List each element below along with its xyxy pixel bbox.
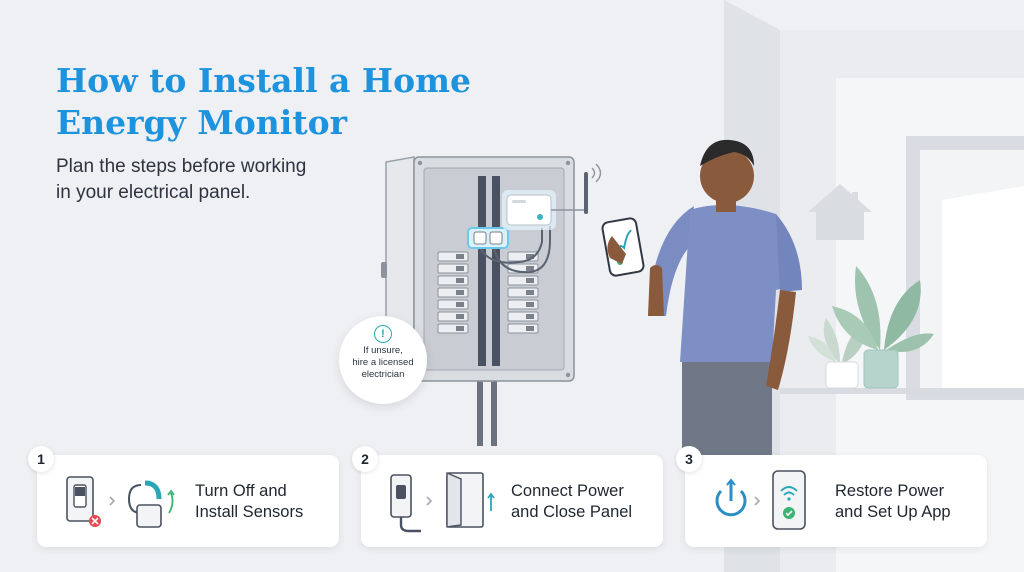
chevron-right-icon	[426, 496, 433, 506]
step-1-icons	[66, 476, 175, 528]
subtitle-line-1: Plan the steps before working	[56, 156, 307, 177]
breaker-rows	[437, 251, 539, 334]
clamp-sensor-icon	[127, 480, 175, 528]
title-line-2: Energy Monitor	[56, 103, 347, 142]
breaker-toggle	[456, 326, 464, 331]
breaker-toggle	[456, 278, 464, 283]
step-3-label: Restore Power and Set Up App	[835, 481, 975, 523]
alert-circle-icon: !	[374, 325, 392, 343]
sensor-wiring	[479, 226, 551, 274]
house-icon	[808, 184, 872, 240]
title-line-1: How to Install a Home	[56, 61, 471, 100]
page-title: How to Install a Home Energy Monitor	[56, 60, 476, 144]
step-badge-1: 1	[28, 446, 54, 472]
step-2-icons	[390, 471, 495, 533]
step-card-3: Restore Power and Set Up App	[685, 455, 987, 547]
breaker-toggle	[526, 278, 534, 283]
breaker-toggle	[526, 302, 534, 307]
breaker-toggle	[456, 266, 464, 271]
smartphone-energy-app	[601, 217, 645, 277]
page-subtitle: Plan the steps before working in your el…	[56, 154, 376, 206]
chevron-right-icon	[109, 496, 116, 506]
subtitle-line-2: in your electrical panel.	[56, 182, 251, 203]
breaker-switch-off-icon	[66, 476, 101, 527]
step-card-1: Turn Off and Install Sensors	[37, 455, 339, 547]
breaker-toggle	[526, 314, 534, 319]
safety-callout: ! If unsure, hire a licensed electrician	[339, 316, 427, 404]
breaker-toggle	[526, 254, 534, 259]
breaker-toggle	[526, 266, 534, 271]
step-badge-3: 3	[676, 446, 702, 472]
conduit-pipes	[477, 376, 497, 446]
power-icon	[715, 478, 747, 517]
step-1-label-line-1: Turn Off and	[195, 482, 287, 500]
step-2-label: Connect Power and Close Panel	[511, 481, 651, 523]
step-1-label: Turn Off and Install Sensors	[195, 481, 335, 523]
step-1-label-line-2: Install Sensors	[195, 503, 304, 521]
step-badge-2: 2	[352, 446, 378, 472]
breaker-toggle	[456, 302, 464, 307]
energy-monitor-device	[502, 163, 602, 230]
homeowner-figure	[648, 139, 802, 456]
callout-line-3: electrician	[361, 369, 405, 380]
step-2-label-line-2: and Close Panel	[511, 503, 633, 521]
step-3-label-line-2: and Set Up App	[835, 503, 951, 521]
panel-door-icon	[446, 471, 495, 528]
breaker-toggle	[456, 314, 464, 319]
breaker-toggle	[456, 290, 464, 295]
breaker-toggle	[526, 326, 534, 331]
callout-line-1: If unsure,	[363, 345, 403, 356]
breaker-toggle	[456, 254, 464, 259]
phone-wifi-check-icon	[772, 470, 806, 530]
step-2-label-line-1: Connect Power	[511, 482, 624, 500]
callout-line-2: hire a licensed	[352, 357, 414, 368]
step-3-label-line-1: Restore Power	[835, 482, 945, 500]
chevron-right-icon	[754, 496, 761, 506]
breaker-toggle	[526, 290, 534, 295]
plug-icon	[390, 474, 421, 533]
ct-clamp-sensors	[467, 227, 509, 249]
step-3-icons	[715, 470, 806, 530]
step-card-2: Connect Power and Close Panel	[361, 455, 663, 547]
plant-right	[832, 266, 934, 389]
